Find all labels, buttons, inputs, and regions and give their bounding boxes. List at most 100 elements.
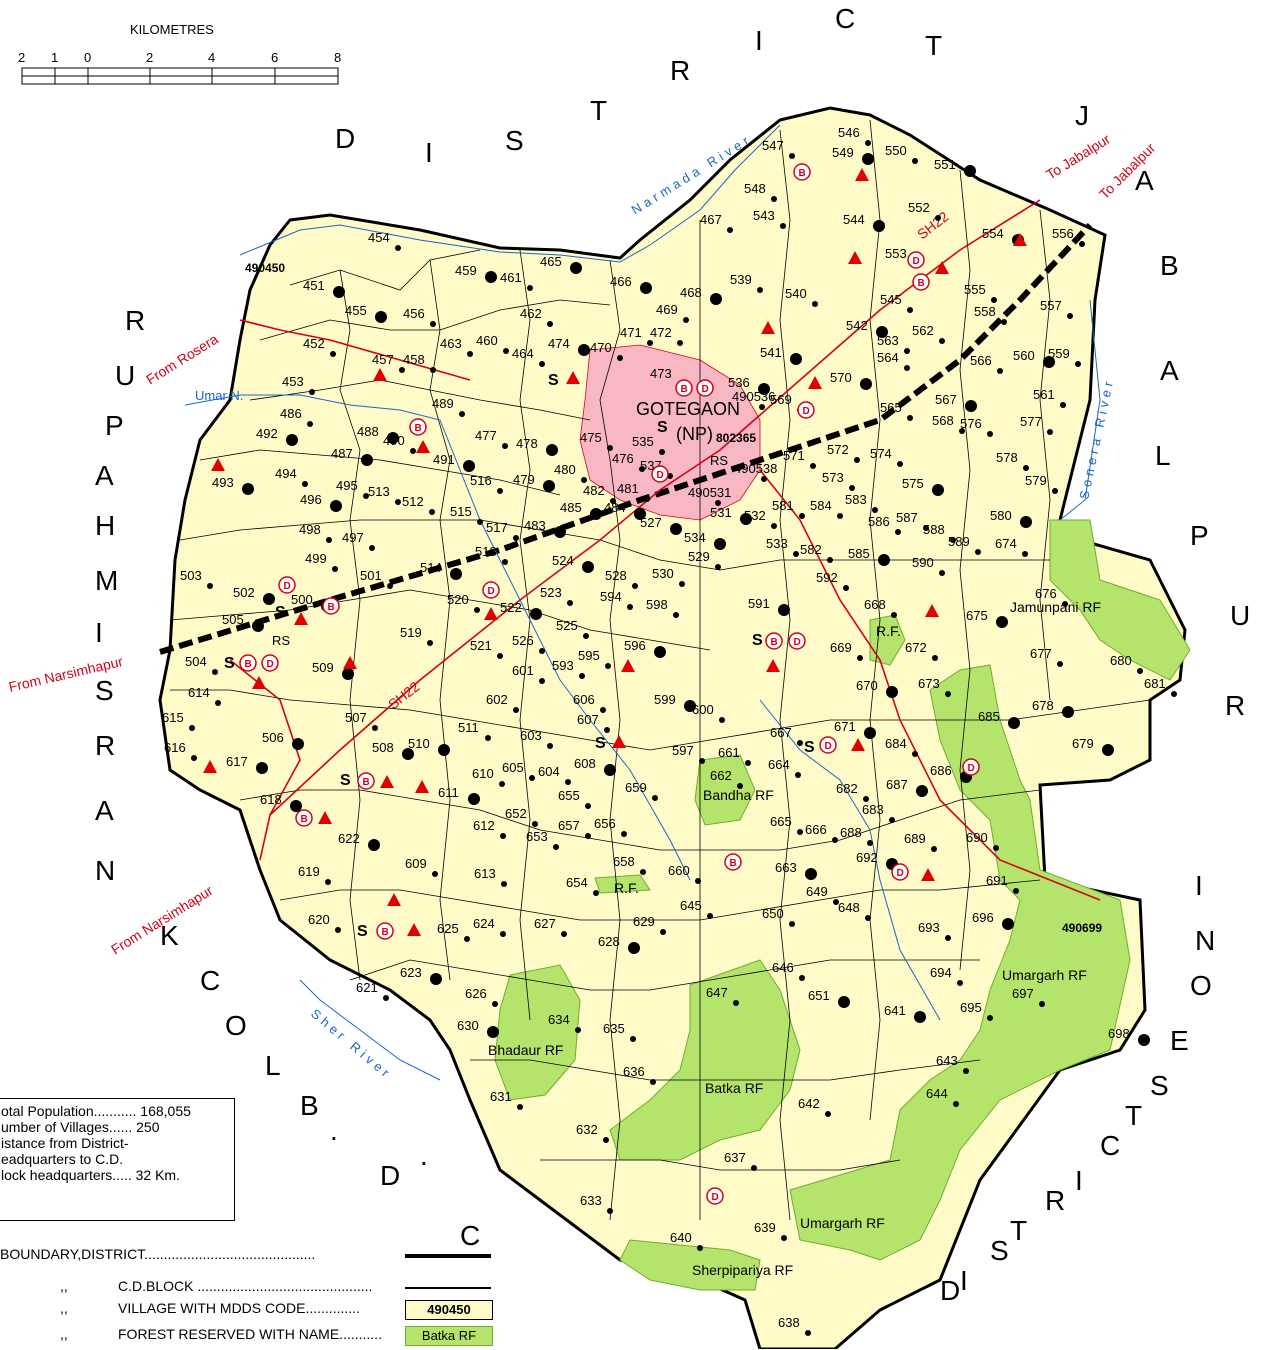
post-office-triangle	[935, 261, 949, 274]
village-number: 536	[728, 375, 750, 390]
village-dot	[789, 153, 795, 159]
dispensary-symbol: D	[962, 758, 980, 776]
post-office-triangle	[415, 780, 429, 793]
village-number: 612	[473, 818, 495, 833]
village-number: 547	[762, 138, 784, 153]
village-dot	[745, 760, 751, 766]
village-number: 578	[996, 450, 1018, 465]
svg-text:B: B	[681, 384, 688, 395]
village-number: 465	[540, 254, 562, 269]
dispensary-symbol: D	[261, 654, 279, 672]
village-number: 534	[684, 530, 706, 545]
village-dot	[1002, 918, 1014, 930]
village-dot	[604, 764, 616, 776]
svg-text:D: D	[794, 637, 801, 648]
border-letter: S	[95, 675, 114, 706]
village-number: 626	[465, 986, 487, 1001]
border-letter: N	[1195, 925, 1215, 956]
legend-row-boundary-district: BOUNDARY,DISTRICT.......................…	[0, 1244, 500, 1270]
svg-text:D: D	[488, 586, 495, 597]
village-dot	[487, 1026, 499, 1038]
village-dot	[1047, 429, 1053, 435]
legend-row-forest: ,, FOREST RESERVED WITH NAME........... …	[0, 1324, 500, 1350]
forest-label: Batka RF	[705, 1080, 763, 1096]
village-number: 512	[402, 494, 424, 509]
border-letter: R	[95, 730, 115, 761]
village-number: 499	[305, 551, 327, 566]
village-dot	[497, 653, 503, 659]
village-number: 672	[905, 640, 927, 655]
village-dot	[964, 165, 976, 177]
village-dot	[932, 484, 944, 496]
village-number: 660	[668, 863, 690, 878]
village-dot	[529, 775, 535, 781]
school-mark: S	[752, 632, 763, 649]
village-dot	[939, 570, 945, 576]
village-number: 549	[832, 145, 854, 160]
village-dot	[715, 500, 721, 506]
border-letter: L	[1155, 440, 1171, 471]
village-dot	[330, 500, 342, 512]
village-number: 590	[912, 555, 934, 570]
village-number: 535	[632, 434, 654, 449]
village-dot	[459, 411, 465, 417]
svg-text:D: D	[825, 741, 832, 752]
border-letter: T	[1125, 1100, 1142, 1131]
border-letter: O	[225, 1010, 247, 1041]
village-dot	[810, 463, 816, 469]
village-number: 656	[594, 816, 616, 831]
village-number: 673	[918, 676, 940, 691]
village-number: 569	[770, 392, 792, 407]
village-dot	[639, 466, 645, 472]
post-office-triangle	[387, 893, 401, 906]
distance-line: eadquarters to C.D.	[1, 1151, 124, 1167]
border-letter: R	[1225, 690, 1245, 721]
village-number: 609	[405, 856, 427, 871]
district-labels: D I S T R I C T J A B A L P U R N A R S …	[95, 3, 1250, 1306]
village-dot	[539, 361, 545, 367]
village-number: 691	[986, 873, 1008, 888]
village-number: 667	[770, 725, 792, 740]
village-dot	[778, 604, 790, 616]
village-number: 689	[904, 831, 926, 846]
village-dot	[797, 740, 803, 746]
village-dot	[684, 700, 696, 712]
village-dot	[532, 821, 538, 827]
village-dot	[878, 554, 890, 566]
svg-text:B: B	[301, 814, 308, 825]
bank-symbol: B	[239, 654, 257, 672]
village-dot	[517, 1104, 523, 1110]
village-dot	[603, 1137, 609, 1143]
village-dot	[290, 800, 302, 812]
border-letter: C	[200, 965, 220, 996]
village-dot	[945, 691, 951, 697]
road-label-from-rosera: From Rosera	[143, 331, 221, 388]
bank-symbol: B	[295, 809, 313, 827]
village-dot	[654, 646, 666, 658]
village-dot	[710, 293, 722, 305]
village-dot	[585, 833, 591, 839]
post-office-triangle	[566, 371, 580, 384]
village-dot	[561, 931, 567, 937]
village-dot	[189, 725, 195, 731]
village-number: 617	[226, 754, 248, 769]
village-number: 502	[233, 585, 255, 600]
village-number: 461	[500, 270, 522, 285]
village-dot	[1067, 313, 1073, 319]
forest-label: Jamunpani RF	[1010, 599, 1101, 615]
village-dot	[632, 583, 638, 589]
post-office-triangle	[203, 760, 217, 773]
village-dot	[996, 616, 1008, 628]
village-number: 478	[516, 436, 538, 451]
railway-station-label: RS	[272, 633, 290, 648]
village-number: 631	[490, 1089, 512, 1104]
village-number: 507	[345, 710, 367, 725]
village-dot	[659, 449, 665, 455]
village-number: 627	[534, 916, 556, 931]
village-number: 545	[880, 292, 902, 307]
border-letter: C	[1100, 1130, 1120, 1161]
village-dot	[547, 321, 553, 327]
svg-text:B: B	[363, 777, 370, 788]
village-dot	[867, 840, 873, 846]
road-label-to-jabalpur: To Jabalpur	[1043, 130, 1113, 182]
